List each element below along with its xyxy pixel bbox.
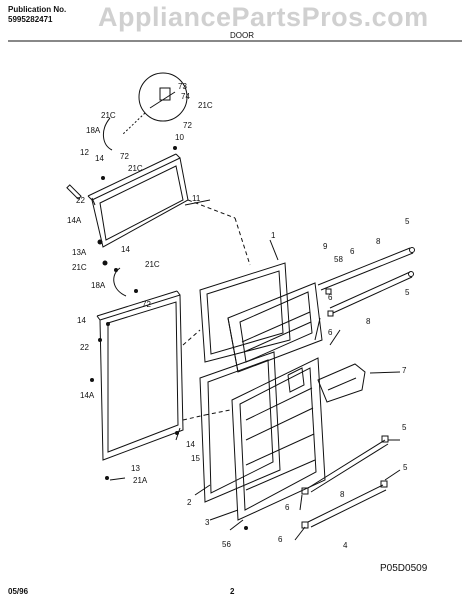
upper-handle-rails xyxy=(317,247,415,317)
callout-9: 9 xyxy=(323,242,328,251)
drawing-code: P05D0509 xyxy=(380,563,428,574)
callout-13A: 13A xyxy=(72,248,87,257)
callout-21C-e: 21C xyxy=(145,260,160,269)
guide-lines xyxy=(182,199,251,421)
callout-58: 58 xyxy=(334,255,343,264)
callout-22a: 22 xyxy=(76,196,85,205)
callout-12: 12 xyxy=(80,148,89,157)
dairy-door xyxy=(317,363,366,403)
callout-14d: 14 xyxy=(186,440,195,449)
callout-14A-a: 14A xyxy=(67,216,82,225)
callout-14a: 14 xyxy=(95,154,104,163)
callout-8a: 8 xyxy=(376,237,381,246)
callout-6b: 6 xyxy=(328,293,333,302)
callout-3: 3 xyxy=(205,518,210,527)
callout-21C-a: 21C xyxy=(101,111,116,120)
callout-11: 11 xyxy=(192,194,201,203)
callout-72b: 72 xyxy=(183,121,192,130)
fasteners xyxy=(90,146,248,530)
callout-14b: 14 xyxy=(121,245,130,254)
callout-15: 15 xyxy=(191,454,200,463)
callout-13: 13 xyxy=(131,464,140,473)
callout-74: 74 xyxy=(181,92,190,101)
callout-1: 1 xyxy=(271,231,276,240)
callout-21C-d: 21C xyxy=(72,263,87,272)
callout-18A-a: 18A xyxy=(86,126,101,135)
lower-hinge-cover xyxy=(113,267,127,297)
upper-hinge-cover xyxy=(103,117,113,151)
callout-5a: 5 xyxy=(405,217,410,226)
freezer-liner xyxy=(199,262,291,363)
fresh-food-liner xyxy=(199,351,281,503)
fresh-food-inner-door xyxy=(231,357,326,521)
lower-handle-rails xyxy=(301,435,389,529)
detail-circle xyxy=(138,72,188,122)
callout-5b: 5 xyxy=(405,288,410,297)
callout-7: 7 xyxy=(402,366,407,375)
freezer-inner-panel xyxy=(227,282,323,373)
section-title: DOOR xyxy=(230,31,254,40)
callout-5d: 5 xyxy=(403,463,408,472)
callout-2: 2 xyxy=(187,498,192,507)
callout-6d: 6 xyxy=(285,503,290,512)
callout-56: 56 xyxy=(222,540,231,549)
callout-21C-b: 21C xyxy=(198,101,213,110)
callout-labels: 1 2 3 4 5 5 5 5 6 6 6 6 6 7 8 8 8 9 10 1… xyxy=(67,82,410,550)
callout-5c: 5 xyxy=(402,423,407,432)
callout-72c: 72 xyxy=(142,300,151,309)
watermark: AppliancePartsPros.com xyxy=(98,2,429,32)
callout-6e: 6 xyxy=(278,535,283,544)
callout-73: 73 xyxy=(178,82,187,91)
callout-22b: 22 xyxy=(80,343,89,352)
callout-4: 4 xyxy=(343,541,348,550)
publication-number: 5995282471 xyxy=(8,15,53,24)
callout-14A-b: 14A xyxy=(80,391,95,400)
publication-label: Publication No. xyxy=(8,5,67,14)
callout-8b: 8 xyxy=(366,317,371,326)
footer-page: 2 xyxy=(230,587,235,596)
callout-8c: 8 xyxy=(340,490,345,499)
callout-18A-b: 18A xyxy=(91,281,106,290)
footer-date: 05/96 xyxy=(8,587,29,596)
callout-21A: 21A xyxy=(133,476,148,485)
callout-6a: 6 xyxy=(350,247,355,256)
callout-21C-c: 21C xyxy=(128,164,143,173)
upper-handle-cap xyxy=(66,184,82,200)
callout-6c: 6 xyxy=(328,328,333,337)
callout-10: 10 xyxy=(175,133,184,142)
lower-door-frame xyxy=(96,290,184,461)
callout-14c: 14 xyxy=(77,316,86,325)
callout-72a: 72 xyxy=(120,152,129,161)
